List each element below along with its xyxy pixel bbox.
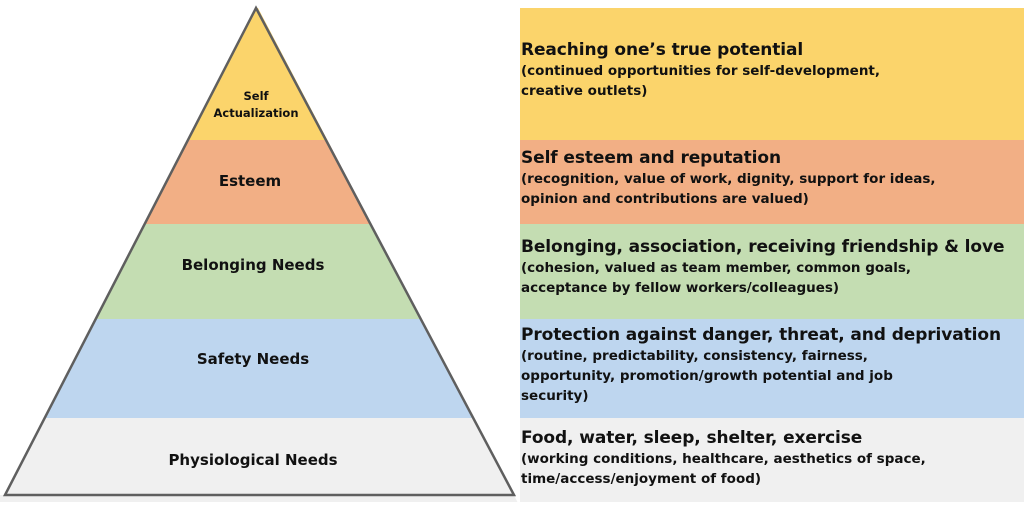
description-detail: (routine, predictability, consistency, f… (521, 348, 868, 364)
esteem-label: Esteem (218, 172, 282, 190)
description-detail: acceptance by fellow workers/colleagues) (521, 280, 840, 296)
description-detail: (recognition, value of work, dignity, su… (521, 171, 936, 187)
description-detail: (continued opportunities for self-develo… (521, 63, 881, 79)
description-detail: opportunity, promotion/growth potential … (521, 368, 893, 384)
belonging-needs-label: Belonging Needs (181, 256, 325, 274)
description-detail: time/access/enjoyment of food) (521, 471, 762, 487)
safety-description: Protection against danger, threat, and d… (521, 325, 1021, 406)
pyramid-outline (2, 5, 517, 497)
belonging-tier (44, 224, 479, 319)
description-title: Self esteem and reputation (521, 148, 781, 168)
description-detail: security) (521, 388, 589, 404)
description-detail: opinion and contributions are valued) (521, 191, 809, 207)
description-title: Belonging, association, receiving friend… (521, 237, 1005, 257)
description-title: Protection against danger, threat, and d… (521, 325, 1001, 345)
physiological-needs-label: Physiological Needs (168, 451, 338, 469)
pyramid-left-mask (0, 0, 256, 495)
belonging-description: Belonging, association, receiving friend… (521, 237, 1021, 298)
description-detail: creative outlets) (521, 83, 648, 99)
description-title: Food, water, sleep, shelter, exercise (521, 428, 863, 448)
physiological-description: Food, water, sleep, shelter, exercise (w… (521, 428, 1021, 489)
hierarchy-pyramid (0, 0, 520, 502)
self-actualization-label: Self Actualization (213, 89, 299, 120)
safety-needs-label: Safety Needs (196, 350, 310, 368)
physiological-tier (0, 418, 520, 502)
description-detail: (cohesion, valued as team member, common… (521, 260, 912, 276)
description-title: Reaching one’s true potential (521, 40, 804, 60)
self-actualization-description: Reaching one’s true potential (continued… (521, 40, 1021, 101)
safety-tier (0, 319, 520, 418)
description-detail: (working conditions, healthcare, aesthet… (521, 451, 926, 467)
esteem-description: Self esteem and reputation (recognition,… (521, 148, 1021, 209)
